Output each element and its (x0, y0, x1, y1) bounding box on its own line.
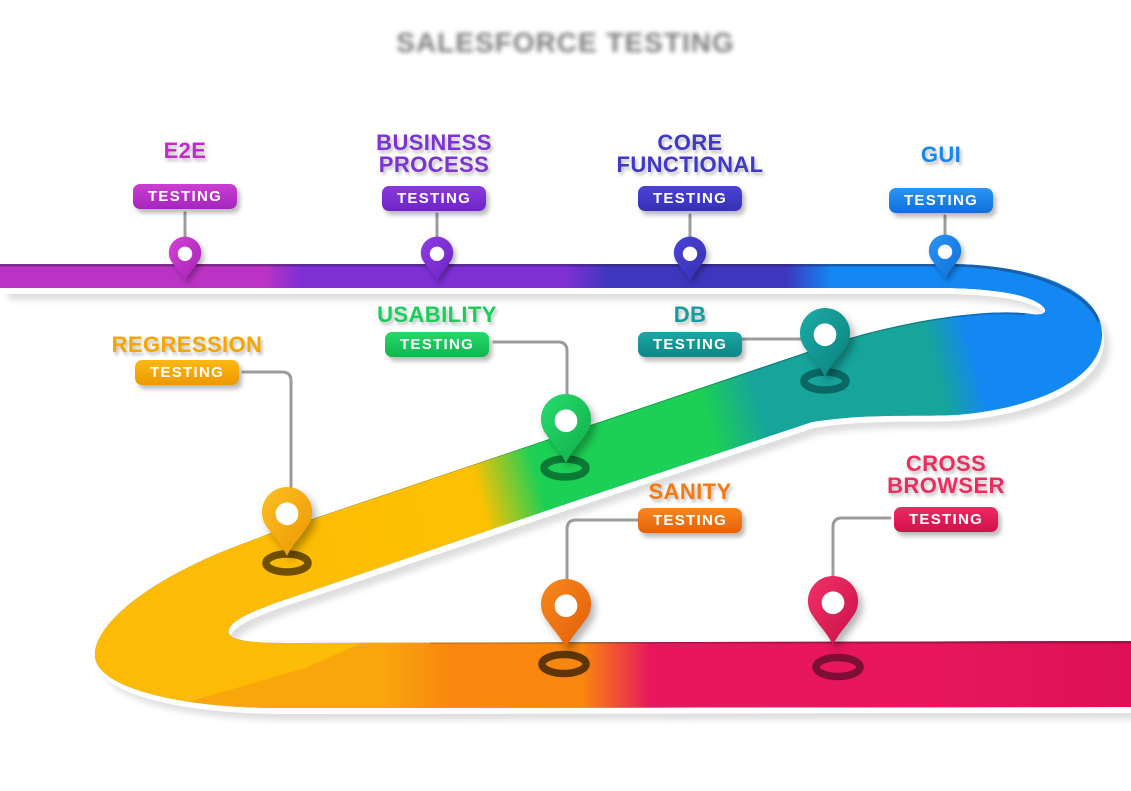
map-pin-db-icon (799, 307, 851, 377)
road-top-edge (0, 264, 1101, 323)
label-e2e: E2E (163, 138, 207, 163)
badge-db-testing: TESTING (637, 332, 743, 357)
badge-core-functional-testing: TESTING (637, 186, 743, 211)
connector-usability (492, 340, 569, 427)
connector-sanity (565, 518, 640, 612)
label-regression: REGRESSION (111, 332, 263, 357)
badge-business-process-testing: TESTING (381, 186, 487, 211)
map-pin-usability-icon (540, 393, 592, 463)
page-title: SALESFORCE TESTING (396, 27, 735, 58)
label-group-usability: USABILITY TESTING (327, 304, 547, 357)
map-pin-regression-icon (261, 486, 313, 556)
connector-cross-browser (831, 516, 892, 609)
label-db: DB (673, 302, 707, 327)
label-group-regression: REGRESSION TESTING (77, 334, 297, 385)
map-pin-gui-icon (928, 234, 962, 279)
ring-sanity (538, 650, 590, 678)
map-pin-e2e-icon (168, 236, 202, 281)
badge-gui-testing: TESTING (888, 188, 994, 213)
label-group-e2e: E2E TESTING (75, 140, 295, 209)
badge-sanity-testing: TESTING (637, 508, 743, 533)
ring-cross-browser (812, 653, 864, 681)
badge-regression-testing: TESTING (134, 360, 240, 385)
label-usability: USABILITY (377, 302, 497, 327)
label-business-process: BUSINESS PROCESS (376, 130, 492, 177)
map-pin-sanity-icon (540, 578, 592, 648)
badge-cross-browser-testing: TESTING (893, 507, 999, 532)
label-group-core-functional: CORE FUNCTIONAL TESTING (580, 132, 800, 211)
map-pin-core-functional-icon (673, 236, 707, 281)
label-group-cross-browser: CROSS BROWSER TESTING (836, 453, 1056, 532)
label-group-gui: GUI TESTING (831, 144, 1051, 213)
label-group-sanity: SANITY TESTING (580, 481, 800, 533)
label-sanity: SANITY (648, 479, 732, 504)
connector-regression (241, 370, 293, 507)
badge-usability-testing: TESTING (384, 332, 490, 357)
label-core-functional: CORE FUNCTIONAL (616, 130, 764, 177)
label-group-db: DB TESTING (580, 304, 800, 357)
badge-e2e-testing: TESTING (132, 184, 238, 209)
label-group-business-process: BUSINESS PROCESS TESTING (324, 132, 544, 211)
map-pin-cross-browser-icon (807, 575, 859, 645)
map-pin-business-process-icon (420, 236, 454, 281)
label-cross-browser: CROSS BROWSER (887, 451, 1005, 498)
label-gui: GUI (920, 142, 962, 167)
